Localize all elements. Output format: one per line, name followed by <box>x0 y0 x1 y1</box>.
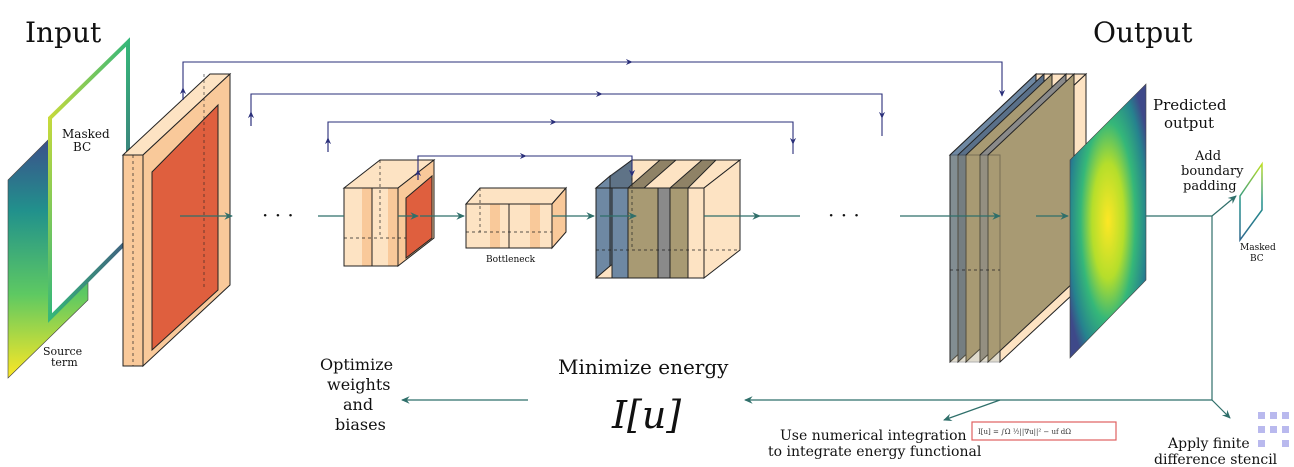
bottleneck-label: Bottleneck <box>486 255 536 265</box>
optimize-label-2: weights <box>327 375 390 394</box>
integration-label-1: Use numerical integration <box>780 428 967 444</box>
output-title: Output <box>1093 16 1193 49</box>
optimize-label-4: biases <box>335 415 386 434</box>
masked-bc-input-label-1: Masked <box>62 127 110 141</box>
encoder-block-1 <box>121 72 232 368</box>
source-term-label-2: term <box>51 356 78 369</box>
source-term-label-1: Source <box>43 345 82 358</box>
dot-grid-icon <box>1258 412 1289 447</box>
predicted-output-label-1: Predicted <box>1153 96 1227 114</box>
decoder-block-1 <box>948 72 1088 364</box>
optimize-label-1: Optimize <box>320 355 393 374</box>
forward-flow-arrows <box>180 195 1237 422</box>
integration-label-2: to integrate energy functional <box>768 444 982 460</box>
ellipsis-encoder: · · · <box>262 203 294 227</box>
minimize-energy-label: Minimize energy <box>558 355 729 379</box>
masked-bc-output-plane <box>1239 161 1263 243</box>
predicted-output-label-2: output <box>1164 114 1214 132</box>
stencil-label-2: difference stencil <box>1154 452 1278 467</box>
energy-symbol: I[u] <box>611 393 681 437</box>
padding-label-2: boundary <box>1181 164 1244 179</box>
encoder-block-2 <box>342 158 436 268</box>
masked-bc-input-label-2: BC <box>73 140 91 154</box>
stencil-label-1: Apply finite <box>1167 436 1250 452</box>
padding-label-3: padding <box>1183 179 1237 194</box>
decoder-block-2 <box>594 158 742 280</box>
energy-formula: I[u] = ∫Ω ½||∇u||² − uf dΩ <box>978 428 1071 436</box>
ellipsis-decoder: · · · <box>828 203 860 227</box>
energy-formula-box: I[u] = ∫Ω ½||∇u||² − uf dΩ <box>971 421 1117 441</box>
padding-label-1: Add <box>1194 149 1221 164</box>
input-title: Input <box>25 16 102 49</box>
optimize-label-3: and <box>343 395 373 414</box>
masked-bc-input-plane <box>48 37 130 323</box>
masked-bc-output-label-1: Masked <box>1240 243 1276 253</box>
masked-bc-output-label-2: BC <box>1250 254 1264 264</box>
skip-connections <box>179 58 1006 180</box>
bottleneck-block <box>464 186 568 250</box>
predicted-output-plane <box>1069 83 1147 359</box>
